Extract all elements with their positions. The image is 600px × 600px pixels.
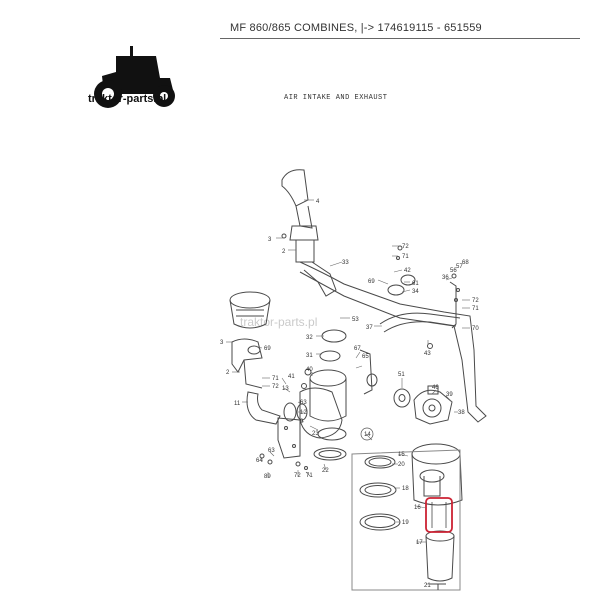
callout-3: 3 — [220, 340, 224, 346]
callout-19: 19 — [402, 520, 409, 526]
page-title: MF 860/865 COMBINES, |-> 174619115 - 651… — [230, 22, 482, 34]
callout-34: 34 — [412, 289, 419, 295]
callout-69: 69 — [368, 279, 375, 285]
callout-17: 17 — [416, 540, 423, 546]
callout-12: 12 — [300, 410, 307, 416]
callout-20: 20 — [398, 462, 405, 468]
highlighted-part-16 — [425, 497, 453, 533]
callout-72: 72 — [472, 298, 479, 304]
callout-15: 15 — [398, 452, 405, 458]
callout-56: 56 — [450, 268, 457, 274]
callout-72: 72 — [402, 244, 409, 250]
callout-42: 42 — [404, 268, 411, 274]
callout-51: 51 — [398, 372, 405, 378]
callout-9: 9 — [300, 419, 304, 425]
diagram-subtitle: AIR INTAKE AND EXHAUST — [284, 94, 388, 102]
callout-41: 41 — [288, 374, 295, 380]
callout-32: 32 — [306, 335, 313, 341]
callout-43: 43 — [424, 351, 431, 357]
callout-72: 72 — [294, 473, 301, 479]
callout-31: 31 — [306, 353, 313, 359]
callout-38: 38 — [458, 410, 465, 416]
watermark: traktor-parts.pl — [240, 315, 318, 329]
callout-61: 61 — [412, 281, 419, 287]
callout-2: 2 — [282, 249, 286, 255]
callout-57: 57 — [456, 264, 463, 270]
callout-39: 39 — [446, 392, 453, 398]
callout-89: 89 — [264, 474, 271, 480]
callout-71: 71 — [402, 254, 409, 260]
callout-65: 65 — [362, 354, 369, 360]
callout-36: 36 — [442, 275, 449, 281]
intake-elbow — [281, 169, 309, 207]
callout-71: 71 — [306, 473, 313, 479]
filter-body — [299, 387, 343, 439]
callout-22: 22 — [322, 468, 329, 474]
callout-3: 3 — [268, 237, 272, 243]
callout-23: 23 — [312, 431, 319, 437]
muffler-body — [411, 453, 463, 506]
callout-68: 68 — [462, 260, 469, 266]
callout-21: 21 — [424, 583, 431, 589]
exhaust-pipe — [299, 261, 487, 423]
callout-40: 40 — [306, 367, 313, 373]
callout-63: 63 — [268, 448, 275, 454]
header-divider — [220, 38, 580, 39]
callout-71: 71 — [472, 306, 479, 312]
intake-pipe — [295, 205, 313, 229]
callout-16: 16 — [414, 505, 421, 511]
callout-14: 14 — [364, 432, 371, 438]
callout-46: 46 — [432, 385, 439, 391]
callout-11: 11 — [234, 401, 241, 407]
callout-2: 2 — [226, 370, 230, 376]
callout-37: 37 — [366, 325, 373, 331]
callout-18: 18 — [402, 486, 409, 492]
callout-72: 72 — [272, 384, 279, 390]
logo-text: traktor-parts.pl — [88, 93, 167, 105]
callout-67: 67 — [354, 346, 361, 352]
callout-63: 63 — [300, 400, 307, 406]
callout-33: 33 — [342, 260, 349, 266]
callout-64: 64 — [256, 458, 263, 464]
callout-4: 4 — [316, 199, 320, 205]
callout-69: 69 — [264, 346, 271, 352]
tractor-icon — [94, 46, 175, 108]
callout-70: 70 — [472, 326, 479, 332]
callout-13: 13 — [282, 386, 289, 392]
callout-53: 53 — [352, 317, 359, 323]
callout-71: 71 — [272, 376, 279, 382]
